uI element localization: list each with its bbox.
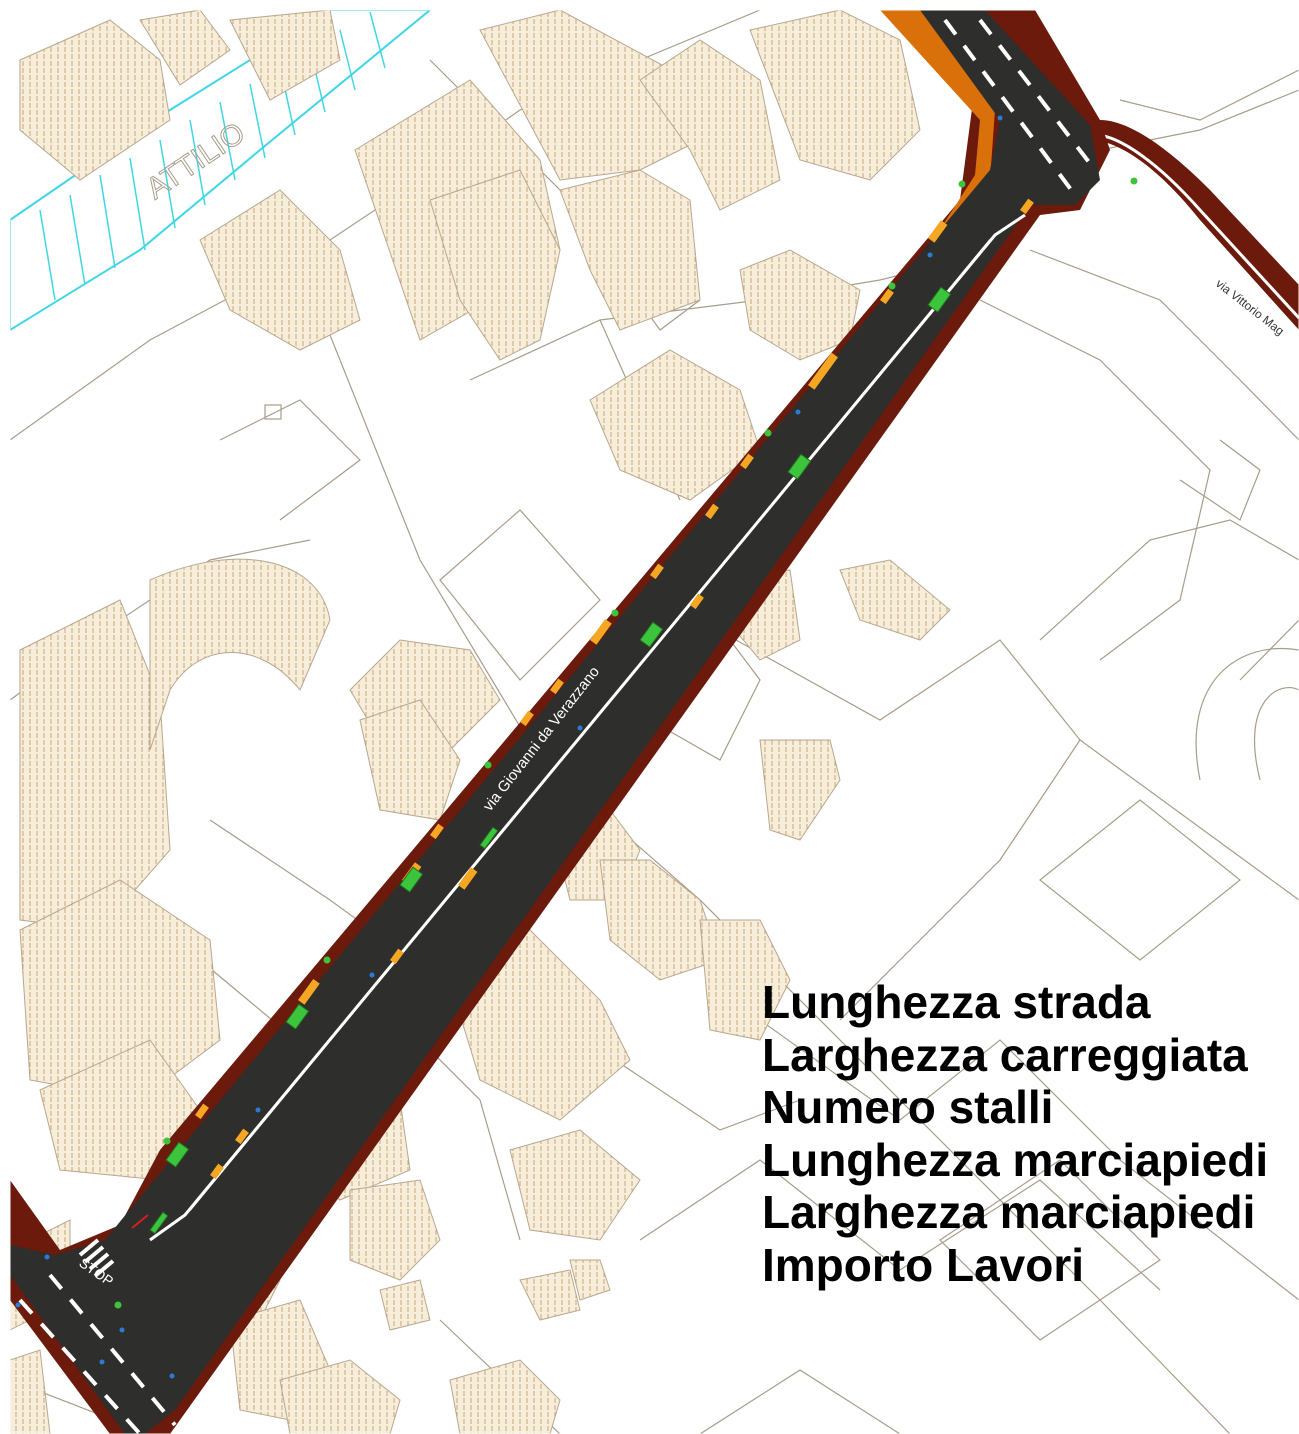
project-summary-legend: Lunghezza strada Larghezza carreggiata N… [762,976,1299,1291]
legend-parking-count: Numero stalli [762,1081,1054,1133]
cyan-street-area: ATTILIO [10,10,432,332]
legend-works-amount: Importo Lavori [762,1238,1085,1291]
green-planters [149,286,952,1235]
map-frame [9,9,1299,1434]
parking-stalls [168,198,1034,1180]
lamp-markers [15,115,1003,1379]
legend-carriageway-width: Larghezza carreggiata [762,1028,1248,1081]
tree-markers [114,177,1138,1309]
legend-sidewalk-width: Larghezza marciapiedi [762,1186,1256,1238]
legend-sidewalk-length: Lunghezza marciapiedi [762,1133,1269,1186]
legend-road-length: Lunghezza strada [762,976,1151,1028]
